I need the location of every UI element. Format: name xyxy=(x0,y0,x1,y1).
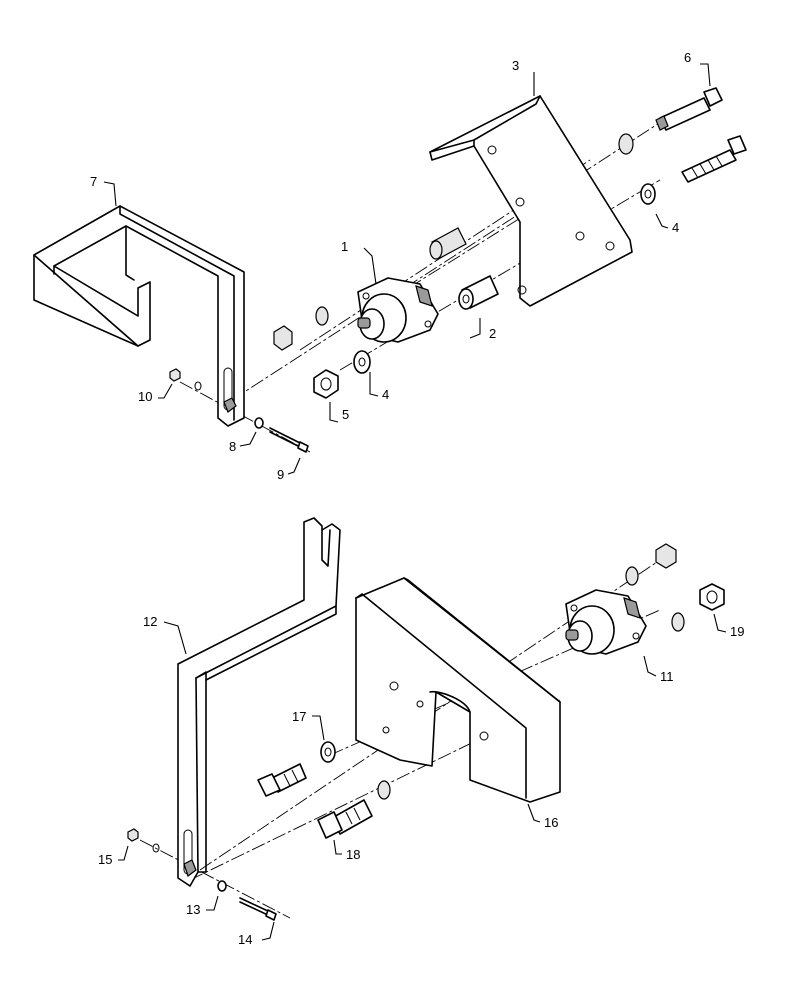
part-11-sensor xyxy=(565,589,647,655)
leader-lines xyxy=(103,63,727,941)
part-18-bolt xyxy=(317,799,373,839)
callout-4a: 4 xyxy=(672,220,679,235)
part-6-bolt xyxy=(655,87,723,131)
callout-13: 13 xyxy=(186,902,200,917)
callout-5: 5 xyxy=(342,407,349,422)
callout-2: 2 xyxy=(489,326,496,341)
callout-18: 18 xyxy=(346,847,360,862)
nut-upper-left xyxy=(273,325,293,351)
callout-14: 14 xyxy=(238,932,252,947)
small-washer-lower xyxy=(152,843,160,853)
part-8-washer xyxy=(254,417,264,429)
part-1-sensor xyxy=(357,277,439,343)
nut-lower-right xyxy=(655,543,677,569)
part-7-bracket xyxy=(33,205,245,427)
bolt-threaded xyxy=(681,135,747,183)
callout-12: 12 xyxy=(143,614,157,629)
callout-1: 1 xyxy=(341,239,348,254)
callouts: 1 2 3 4 4 5 6 7 8 9 10 11 12 13 14 15 16… xyxy=(90,50,744,947)
callout-6: 6 xyxy=(684,50,691,65)
callout-9: 9 xyxy=(277,467,284,482)
washer-lower-right-top xyxy=(625,566,639,586)
callout-11: 11 xyxy=(660,669,674,684)
part-19-nut xyxy=(699,583,725,611)
callout-16: 16 xyxy=(544,815,558,830)
spacer-upper xyxy=(429,227,467,260)
part-14-screw xyxy=(239,897,277,921)
part-9-screw xyxy=(269,427,309,453)
washer-lower-right-mid xyxy=(671,612,685,632)
part-2-spacer xyxy=(458,275,499,310)
bolt-lower-upper xyxy=(257,763,307,797)
part-15-nut xyxy=(127,828,139,842)
part-12-bracket xyxy=(177,517,341,887)
washer-upper-left xyxy=(315,306,329,326)
part-13-washer xyxy=(217,880,227,892)
callout-19: 19 xyxy=(730,624,744,639)
part-5-nut xyxy=(313,369,339,399)
callout-17: 17 xyxy=(292,709,306,724)
callout-10: 10 xyxy=(138,389,152,404)
part-3-plate xyxy=(429,95,633,307)
callout-15: 15 xyxy=(98,852,112,867)
callout-3: 3 xyxy=(512,58,519,73)
small-washer xyxy=(194,381,202,391)
part-17-washer xyxy=(320,741,336,763)
callout-4b: 4 xyxy=(382,387,389,402)
callout-8: 8 xyxy=(229,439,236,454)
part-10-nut xyxy=(169,368,181,382)
part-4-washer-lower xyxy=(353,350,371,374)
callout-7: 7 xyxy=(90,174,97,189)
part-16-block xyxy=(355,577,561,803)
washer-lower-mid xyxy=(377,780,391,800)
part-4-washer-upper xyxy=(640,183,656,205)
washer-upper-right xyxy=(618,133,634,155)
